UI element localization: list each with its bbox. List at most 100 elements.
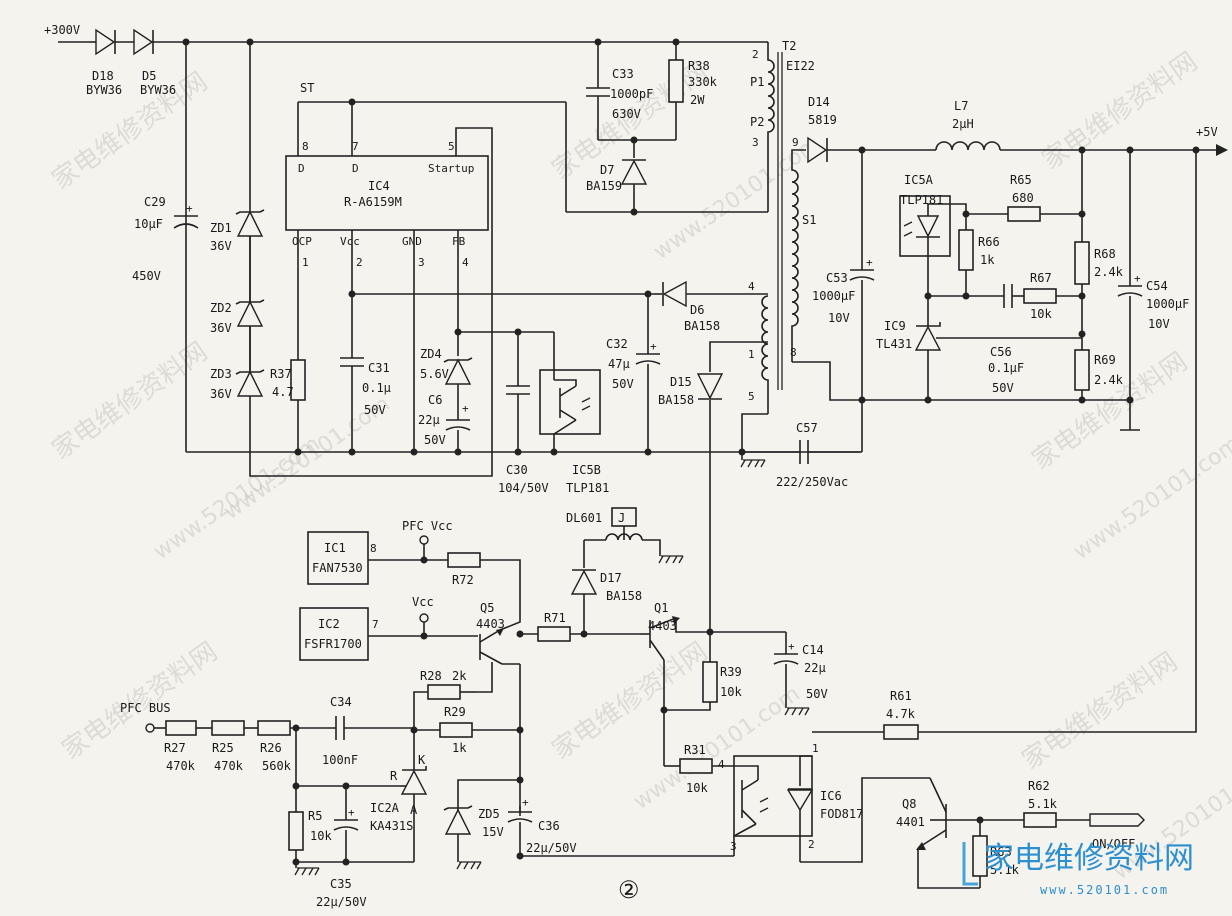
r71-ref: R71 [544,611,566,625]
c35-ref: C35 [330,877,352,891]
c32-value: 47μ [608,357,630,371]
c36-value: 22μ/50V [526,841,577,855]
r69-value: 2.4k [1094,373,1124,387]
ic2-ref: IC2 [318,617,340,631]
r29-ref: R29 [444,705,466,719]
ic6-part: FOD817 [820,807,863,821]
zd1-value: 36V [210,239,232,253]
r65-ref: R65 [1010,173,1032,187]
svg-text:3: 3 [752,136,759,149]
c6-value: 22μ [418,413,440,427]
svg-text:3: 3 [730,840,737,853]
q1-ref: Q1 [654,601,668,615]
st-label: ST [300,81,314,95]
svg-text:GND: GND [402,235,422,248]
r5-ref: R5 [308,809,322,823]
c31-voltage: 50V [364,403,386,417]
d14-ref: D14 [808,95,830,109]
svg-text:+: + [1134,272,1141,285]
c57-ref: C57 [796,421,818,435]
r38-power: 2W [690,93,705,107]
c29-voltage: 450V [132,269,161,283]
zd5-value: 15V [482,825,504,839]
sheet-number: ② [618,876,640,904]
left-clamp-network: + C29 10μF 450V ZD1 36V ZD2 36V ZD3 36V … [132,42,306,452]
r67-value: 10k [1030,307,1052,321]
c53-value: 1000μF [812,289,855,303]
watermark-text: www.520101.com [1069,431,1232,564]
c53-voltage: 10V [828,311,850,325]
r26-value: 560k [262,759,292,773]
watermark-text: 家电维修资料网 [47,67,213,196]
ic1-part: FAN7530 [312,561,363,575]
ic4-part: R-A6159M [344,195,402,209]
onoff-label: ON/OFF [1092,837,1135,851]
c53-ref: C53 [826,271,848,285]
t2-p1: P1 [750,75,764,89]
d6-ref: D6 [690,303,704,317]
out-rail-label: +5V [1196,125,1218,139]
r25-ref: R25 [212,741,234,755]
t2-part: EI22 [786,59,815,73]
d6-value: BA158 [684,319,720,333]
r67-ref: R67 [1030,271,1052,285]
r38-ref: R38 [688,59,710,73]
c31-ref: C31 [368,361,390,375]
r29-value: 1k [452,741,467,755]
transformer-t2: T2 EI22 2 P1 P2 3 S1 9 8 4 1 5 [565,39,816,403]
d7-value: BA159 [586,179,622,193]
r62-value: 5.1k [1028,797,1058,811]
ic6-ref: IC6 [820,789,842,803]
zd4-ref: ZD4 [420,347,442,361]
q1-value: 4403 [648,619,677,633]
ic5a-part: TLP181 [900,193,943,207]
svg-text:8: 8 [790,346,797,359]
logo-text: 家电维修资料网 [984,841,1194,876]
q5-value: 4403 [476,617,505,631]
dl601-ref: DL601 [566,511,602,525]
d17-ref: D17 [600,571,622,585]
pfc-vcc-label: PFC Vcc [402,519,453,533]
c31-value: 0.1μ [362,381,391,395]
zener-zd2 [235,299,265,327]
c30-value: 104/50V [498,481,549,495]
c33-ref: C33 [612,67,634,81]
standby-control: J DL601 D17 BA158 IC1 FAN7530 8 PFC Vcc … [120,150,1197,909]
l7-value: 2μH [952,117,974,131]
zd3-ref: ZD3 [210,367,232,381]
ic5a-ref: IC5A [904,173,934,187]
zd4-value: 5.6V [420,367,449,381]
r37-value: 4.7 [272,385,294,399]
svg-text:+: + [650,340,657,353]
ic1-ref: IC1 [324,541,346,555]
svg-text:7: 7 [352,140,359,153]
c14-ref: C14 [802,643,824,657]
c35-value: 22μ/50V [316,895,367,909]
c14-value: 22μ [804,661,826,675]
c6-ref: C6 [428,393,442,407]
c29-value: 10μF [134,217,163,231]
svg-text:Startup: Startup [428,162,474,175]
r63-ref: R63 [990,845,1012,859]
r61-ref: R61 [890,689,912,703]
d17-value: BA158 [606,589,642,603]
c54-voltage: 10V [1148,317,1170,331]
r62-ref: R62 [1028,779,1050,793]
zd3-value: 36V [210,387,232,401]
r61-value: 4.7k [886,707,916,721]
svg-text:+: + [186,202,193,215]
d5-ref: D5 [142,69,156,83]
watermark-text: 家电维修资料网 [1017,647,1183,776]
c57-value: 222/250Vac [776,475,848,489]
r28-ref: R28 [420,669,442,683]
t2-ref: T2 [782,39,796,53]
hv-input-section: +300V D18 BYW36 D5 BYW36 [44,23,768,97]
svg-text:1: 1 [812,742,819,755]
d18-ref: D18 [92,69,114,83]
r69-ref: R69 [1094,353,1116,367]
svg-text:3: 3 [418,256,425,269]
svg-text:+: + [348,806,355,819]
r66-ref: R66 [978,235,1000,249]
zener-zd1 [235,209,265,237]
